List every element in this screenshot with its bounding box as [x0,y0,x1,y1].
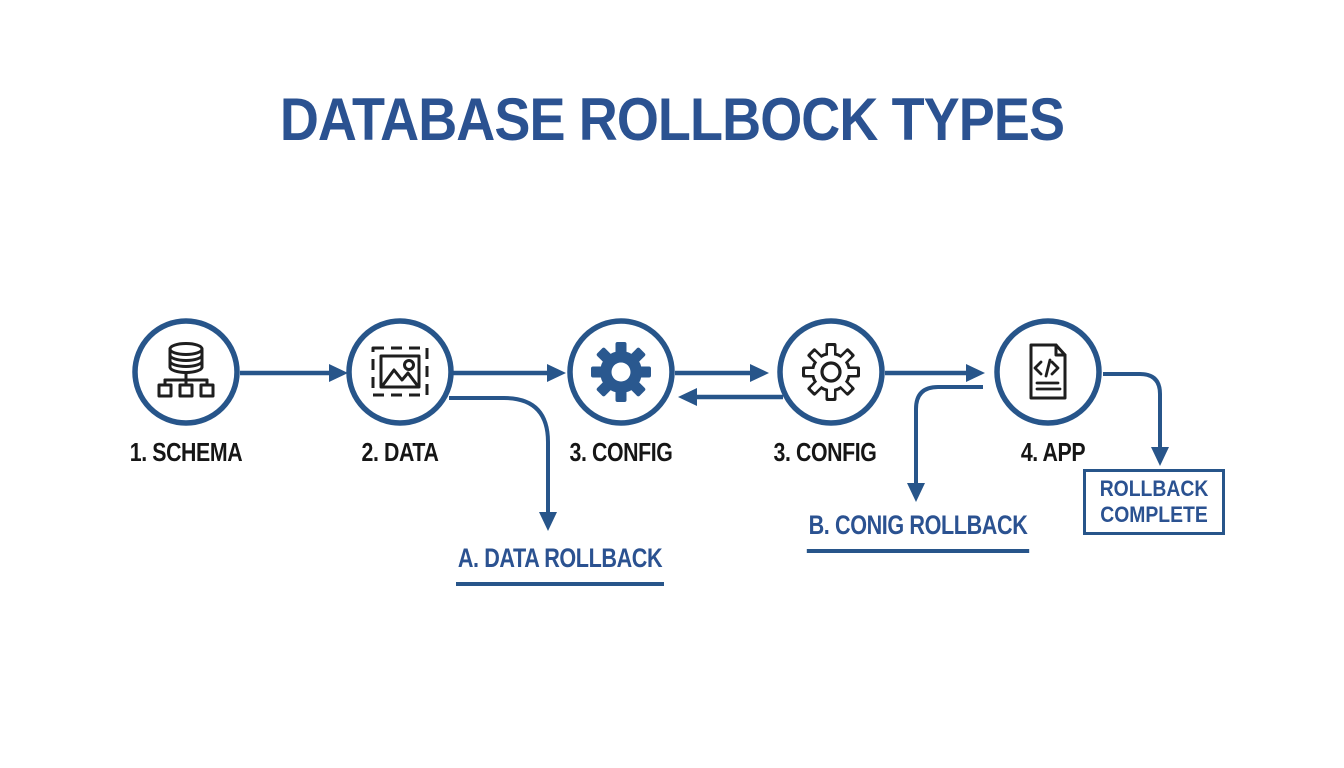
node-label-data: 2. DATA [361,437,439,467]
gear-filled-icon [591,342,651,402]
arrow-app-to-config-rollback [907,385,983,502]
image-data-icon [371,346,429,397]
node-label-config-2: 3. CONFIG [773,437,877,467]
gear-outline-icon [802,343,860,401]
rollback-complete-label: ROLLBACK COMPLETE [1099,475,1209,527]
data-rollback-label: A. DATA ROLLBACK [432,543,688,586]
arrow-config-to-app [885,364,985,382]
arrow-schema-to-data [240,364,348,382]
arrow-config-back [678,388,783,406]
page-title: DATABASE ROLLBOCK TYPES [279,86,1065,153]
database-schema-icon [157,342,215,398]
config-rollback-label: B. CONIG ROLLBACK [790,510,1046,553]
rollback-complete-box: ROLLBACK COMPLETE [1083,469,1225,535]
arrow-data-to-data-rollback [449,396,557,531]
node-label-app: 4. APP [1020,437,1086,467]
code-document-icon [1029,343,1067,400]
arrow-data-to-config [452,364,566,382]
arrow-config-forward [675,364,769,382]
node-label-config-1: 3. CONFIG [569,437,673,467]
arrow-app-to-rollback-complete [1103,372,1169,466]
node-label-schema: 1. SCHEMA [129,437,243,467]
